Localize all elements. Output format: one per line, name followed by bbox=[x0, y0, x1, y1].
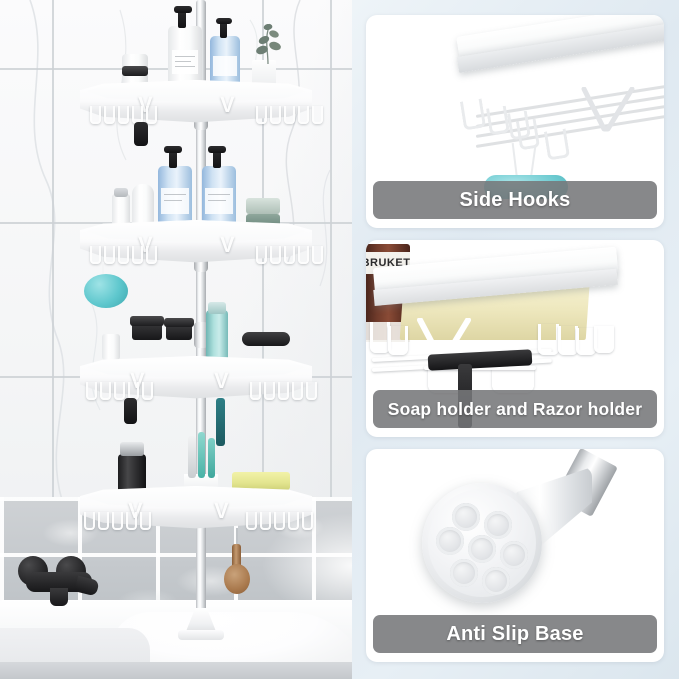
hanging-teal-razor bbox=[216, 398, 225, 446]
bathtub-rim bbox=[0, 662, 352, 679]
black-jar-lid bbox=[164, 318, 194, 327]
side-hooks-right bbox=[256, 106, 326, 124]
side-hook bbox=[388, 326, 408, 355]
side-hook bbox=[370, 322, 390, 353]
chrome-cap bbox=[120, 442, 144, 456]
side-hooks-right bbox=[256, 246, 326, 264]
grout-line bbox=[330, 0, 332, 497]
teal-bottle bbox=[206, 310, 228, 362]
shelf-tier-4: V V bbox=[80, 428, 313, 594]
side-hook bbox=[459, 98, 487, 131]
v-brace: V bbox=[220, 92, 235, 117]
black-jar bbox=[166, 324, 192, 340]
toothbrush-teal bbox=[198, 432, 205, 478]
shelf-tray-surface bbox=[86, 220, 306, 243]
black-jar-lid bbox=[130, 316, 164, 326]
corner-shower-caddy-lifestyle-photo: V V bbox=[0, 0, 352, 679]
toothbrush-white bbox=[188, 436, 196, 478]
shelf-tray-surface bbox=[86, 80, 306, 103]
side-hook bbox=[594, 326, 614, 353]
bottle-pump bbox=[213, 148, 221, 168]
green-jar-upper bbox=[246, 198, 280, 214]
shelf-tray-surface bbox=[86, 486, 306, 509]
brush-hanging-chain bbox=[236, 528, 238, 546]
black-jar bbox=[132, 322, 162, 340]
feature-callout-column: Side Hooks BRUKET bbox=[352, 0, 679, 679]
side-hook bbox=[576, 328, 596, 355]
side-hook bbox=[486, 105, 510, 136]
v-brace: V bbox=[220, 232, 235, 257]
side-hook bbox=[558, 326, 578, 355]
bottle-pump bbox=[220, 20, 227, 38]
shelf-tier-3: V V bbox=[80, 300, 317, 446]
grout-line bbox=[52, 0, 54, 497]
wooden-brush-head bbox=[224, 564, 250, 594]
shelf-tier-2: V V bbox=[80, 146, 323, 308]
pole-joint bbox=[194, 322, 208, 348]
bottle-pump-nozzle bbox=[216, 18, 232, 24]
caption-text: Soap holder and Razor holder bbox=[387, 398, 643, 419]
shelf-tier-1: V V bbox=[80, 6, 323, 146]
side-hooks-right bbox=[250, 382, 320, 400]
suction-pad-3 bbox=[436, 527, 464, 555]
side-hook bbox=[538, 324, 559, 355]
faucet-spout-tip bbox=[50, 588, 68, 606]
white-tube bbox=[132, 184, 154, 230]
bottle-pump bbox=[178, 8, 186, 28]
shelf-tray-surface bbox=[86, 356, 306, 379]
callout-panel-anti-slip-base: Anti Slip Base bbox=[366, 449, 664, 662]
toothbrush-teal bbox=[208, 438, 215, 478]
pole-foot-pad bbox=[178, 630, 224, 640]
hanging-black-item bbox=[124, 398, 137, 424]
teal-loofah bbox=[84, 274, 128, 308]
bottle-pump bbox=[169, 148, 177, 168]
bottle-cap bbox=[114, 188, 128, 197]
suction-pad-2 bbox=[484, 511, 512, 539]
side-hook bbox=[515, 118, 541, 151]
side-hooks-left bbox=[90, 106, 160, 124]
v-brace-icon bbox=[578, 86, 638, 138]
side-hook bbox=[543, 128, 571, 161]
hanging-black-item bbox=[134, 122, 148, 146]
black-round-case bbox=[242, 332, 290, 346]
caption-text: Side Hooks bbox=[459, 188, 571, 211]
v-brace: V bbox=[128, 498, 143, 523]
yellow-soap-bar bbox=[232, 472, 290, 490]
bottle-pump-nozzle bbox=[174, 6, 192, 13]
side-hooks-left bbox=[84, 512, 154, 530]
caption-side-hooks: Side Hooks bbox=[373, 181, 657, 219]
v-brace: V bbox=[214, 368, 229, 393]
jar-lid bbox=[122, 66, 148, 76]
suction-pad-1 bbox=[452, 503, 480, 531]
suction-pad-5 bbox=[500, 541, 528, 569]
caption-anti-slip-base: Anti Slip Base bbox=[373, 615, 657, 653]
callout-panel-side-hooks: Side Hooks bbox=[366, 15, 664, 228]
bottle-pump-nozzle bbox=[208, 146, 226, 153]
small-white-bottle bbox=[112, 194, 130, 230]
wooden-brush-handle bbox=[232, 544, 241, 570]
tension-pole bbox=[196, 0, 206, 640]
suction-pad-7 bbox=[482, 567, 510, 595]
callout-panel-soap-razor-holder: BRUKET bbox=[366, 240, 664, 437]
side-hooks-left bbox=[86, 382, 156, 400]
caption-soap-razor-holder: Soap holder and Razor holder bbox=[373, 390, 657, 428]
suction-pad-6 bbox=[450, 559, 478, 587]
v-brace: V bbox=[214, 498, 229, 523]
bottle-pump-nozzle bbox=[164, 146, 182, 153]
teal-bottle-cap bbox=[208, 302, 226, 314]
v-brace: V bbox=[130, 368, 145, 393]
side-hooks-left bbox=[90, 246, 160, 264]
side-hooks-right bbox=[246, 512, 316, 530]
anti-slip-base-illustration bbox=[366, 449, 664, 662]
white-razor-handle bbox=[102, 334, 120, 360]
caption-text: Anti Slip Base bbox=[446, 622, 584, 645]
eucalyptus-sprig bbox=[244, 20, 288, 65]
suction-pad-4 bbox=[468, 535, 496, 563]
